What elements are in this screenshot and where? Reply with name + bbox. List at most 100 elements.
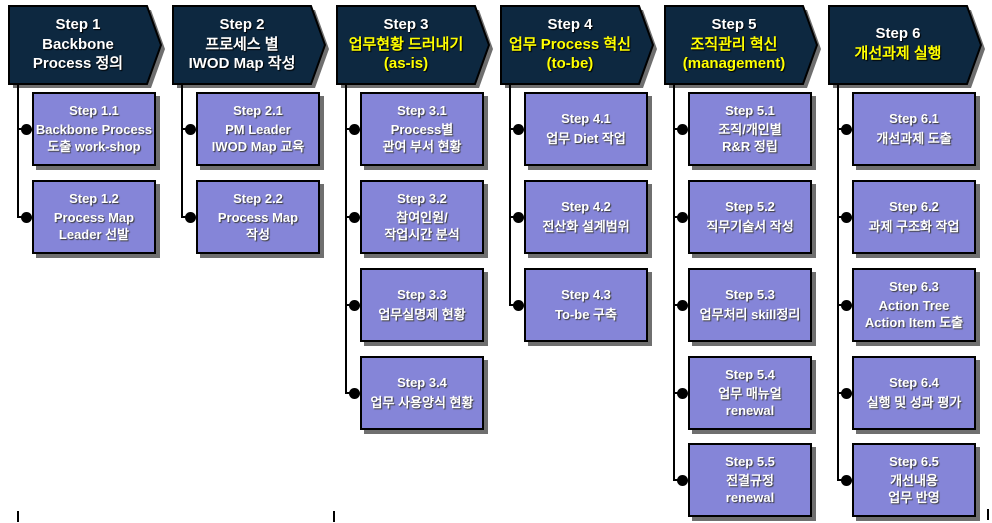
step-box-6-5: Step 6.5 개선내용 업무 반영 <box>852 443 976 517</box>
connector-dot <box>349 300 360 311</box>
box-step-label: Step 6.1 <box>889 111 939 127</box>
connector-dot <box>349 388 360 399</box>
box-task-label: 실행 및 성과 평가 <box>866 394 962 410</box>
step6-header: Step 6 개선과제 실행 <box>828 5 986 89</box>
step-box-1-2: Step 1.2 Process Map Leader 선발 <box>32 180 156 254</box>
box-step-label: Step 5.2 <box>725 199 775 215</box>
connector-dot <box>513 124 524 135</box>
connector-dot <box>841 475 852 486</box>
connector-dot <box>841 212 852 223</box>
connector-dot <box>841 388 852 399</box>
box-step-label: Step 5.3 <box>725 287 775 303</box>
step-box-5-3: Step 5.3 업무처리 skill정리 <box>688 268 812 342</box>
box-step-label: Step 2.2 <box>233 191 283 207</box>
box-step-label: Step 3.3 <box>397 287 447 303</box>
step1-header: Step 1 Backbone Process 정의 <box>8 5 166 89</box>
box-step-label: Step 5.1 <box>725 103 775 119</box>
box-step-label: Step 6.5 <box>889 454 939 470</box>
step3-header: Step 3 업무현황 드러내기 (as-is) <box>336 5 494 89</box>
box-task-label: 전산화 설계범위 <box>542 218 630 234</box>
arrow-shape-icon <box>664 5 821 88</box>
box-task-label: To-be 구축 <box>555 306 617 322</box>
artifact-tick <box>333 511 335 522</box>
step-subtitle: Backbone Process 정의 <box>32 35 124 72</box>
box-task-label: 업무처리 skill정리 <box>699 306 801 322</box>
box-step-label: Step 4.3 <box>561 287 611 303</box>
connector-dot <box>677 388 688 399</box>
step-title: Step 1 <box>55 15 101 33</box>
box-task-label: 업무 Diet 작업 <box>546 130 626 146</box>
box-step-label: Step 3.4 <box>397 375 447 391</box>
step-box-2-2: Step 2.2 Process Map 작성 <box>196 180 320 254</box>
connector-dot <box>185 124 196 135</box>
box-step-label: Step 1.2 <box>69 191 119 207</box>
box-task-label: 업무 매뉴얼 renewal <box>718 386 782 418</box>
box-task-label: 개선과제 도출 <box>876 130 952 146</box>
box-step-label: Step 2.1 <box>233 103 283 119</box>
box-step-label: Step 5.4 <box>725 367 775 383</box>
step-box-5-4: Step 5.4 업무 매뉴얼 renewal <box>688 356 812 430</box>
arrow-shape-icon <box>500 5 657 88</box>
box-task-label: Action Tree Action Item 도출 <box>864 298 964 330</box>
step-box-4-2: Step 4.2 전산화 설계범위 <box>524 180 648 254</box>
connector-spine <box>509 84 511 305</box>
box-task-label: Process별 관여 부서 현황 <box>382 122 462 154</box>
step-box-3-1: Step 3.1 Process별 관여 부서 현황 <box>360 92 484 166</box>
connector-dot <box>349 124 360 135</box>
box-task-label: 과제 구조화 작업 <box>868 218 960 234</box>
connector-spine <box>837 84 839 480</box>
connector-dot <box>677 212 688 223</box>
step-title: Step 6 <box>875 25 921 43</box>
step-title: Step 3 <box>383 15 429 33</box>
connector-dot <box>841 124 852 135</box>
step-subtitle: 조직관리 혁신 (management) <box>682 35 786 72</box>
connector-spine <box>673 84 675 480</box>
arrow-shape-icon <box>172 5 329 88</box>
arrow-shape-icon <box>828 5 985 88</box>
box-task-label: Process Map 작성 <box>217 210 299 242</box>
box-task-label: Process Map Leader 선발 <box>53 210 135 242</box>
connector-dot <box>513 300 524 311</box>
artifact-tick <box>17 511 19 522</box>
connector-spine <box>181 84 183 217</box>
step-box-6-2: Step 6.2 과제 구조화 작업 <box>852 180 976 254</box>
step-subtitle: 프로세스 별 IWOD Map 작성 <box>188 35 296 72</box>
step-box-5-5: Step 5.5 전결규정 renewal <box>688 443 812 517</box>
step-title: Step 4 <box>547 15 593 33</box>
arrow-shape-icon <box>8 5 165 88</box>
connector-dot <box>677 124 688 135</box>
box-step-label: Step 1.1 <box>69 103 119 119</box>
step2-header: Step 2 프로세스 별 IWOD Map 작성 <box>172 5 330 89</box>
box-step-label: Step 4.1 <box>561 111 611 127</box>
step-box-2-1: Step 2.1 PM Leader IWOD Map 교육 <box>196 92 320 166</box>
step-box-3-3: Step 3.3 업무실명제 현황 <box>360 268 484 342</box>
connector-dot <box>513 212 524 223</box>
connector-dot <box>677 300 688 311</box>
connector-dot <box>349 212 360 223</box>
box-task-label: 업무 사용양식 현황 <box>370 394 474 410</box>
step-box-4-3: Step 4.3 To-be 구축 <box>524 268 648 342</box>
box-step-label: Step 4.2 <box>561 199 611 215</box>
step-box-6-3: Step 6.3 Action Tree Action Item 도출 <box>852 268 976 342</box>
step-box-5-1: Step 5.1 조직/개인별 R&R 정립 <box>688 92 812 166</box>
step-box-6-4: Step 6.4 실행 및 성과 평가 <box>852 356 976 430</box>
box-task-label: PM Leader IWOD Map 교육 <box>211 122 305 154</box>
step-box-4-1: Step 4.1 업무 Diet 작업 <box>524 92 648 166</box>
box-step-label: Step 6.2 <box>889 199 939 215</box>
step-box-6-1: Step 6.1 개선과제 도출 <box>852 92 976 166</box>
step-subtitle: 업무 Process 혁신 (to-be) <box>509 35 631 72</box>
step-title: Step 2 <box>219 15 265 33</box>
box-step-label: Step 3.1 <box>397 103 447 119</box>
box-step-label: Step 5.5 <box>725 454 775 470</box>
connector-spine <box>345 84 347 393</box>
box-task-label: 조직/개인별 R&R 정립 <box>718 122 782 154</box>
step-subtitle: 개선과제 실행 <box>854 45 942 63</box>
connector-dot <box>841 300 852 311</box>
box-step-label: Step 3.2 <box>397 191 447 207</box>
step4-header: Step 4 업무 Process 혁신 (to-be) <box>500 5 658 89</box>
artifact-tick <box>987 509 989 520</box>
box-task-label: 직무기술서 작성 <box>706 218 794 234</box>
box-task-label: 개선내용 업무 반영 <box>888 473 940 505</box>
connector-dot <box>677 475 688 486</box>
box-task-label: 전결규정 renewal <box>725 473 775 505</box>
